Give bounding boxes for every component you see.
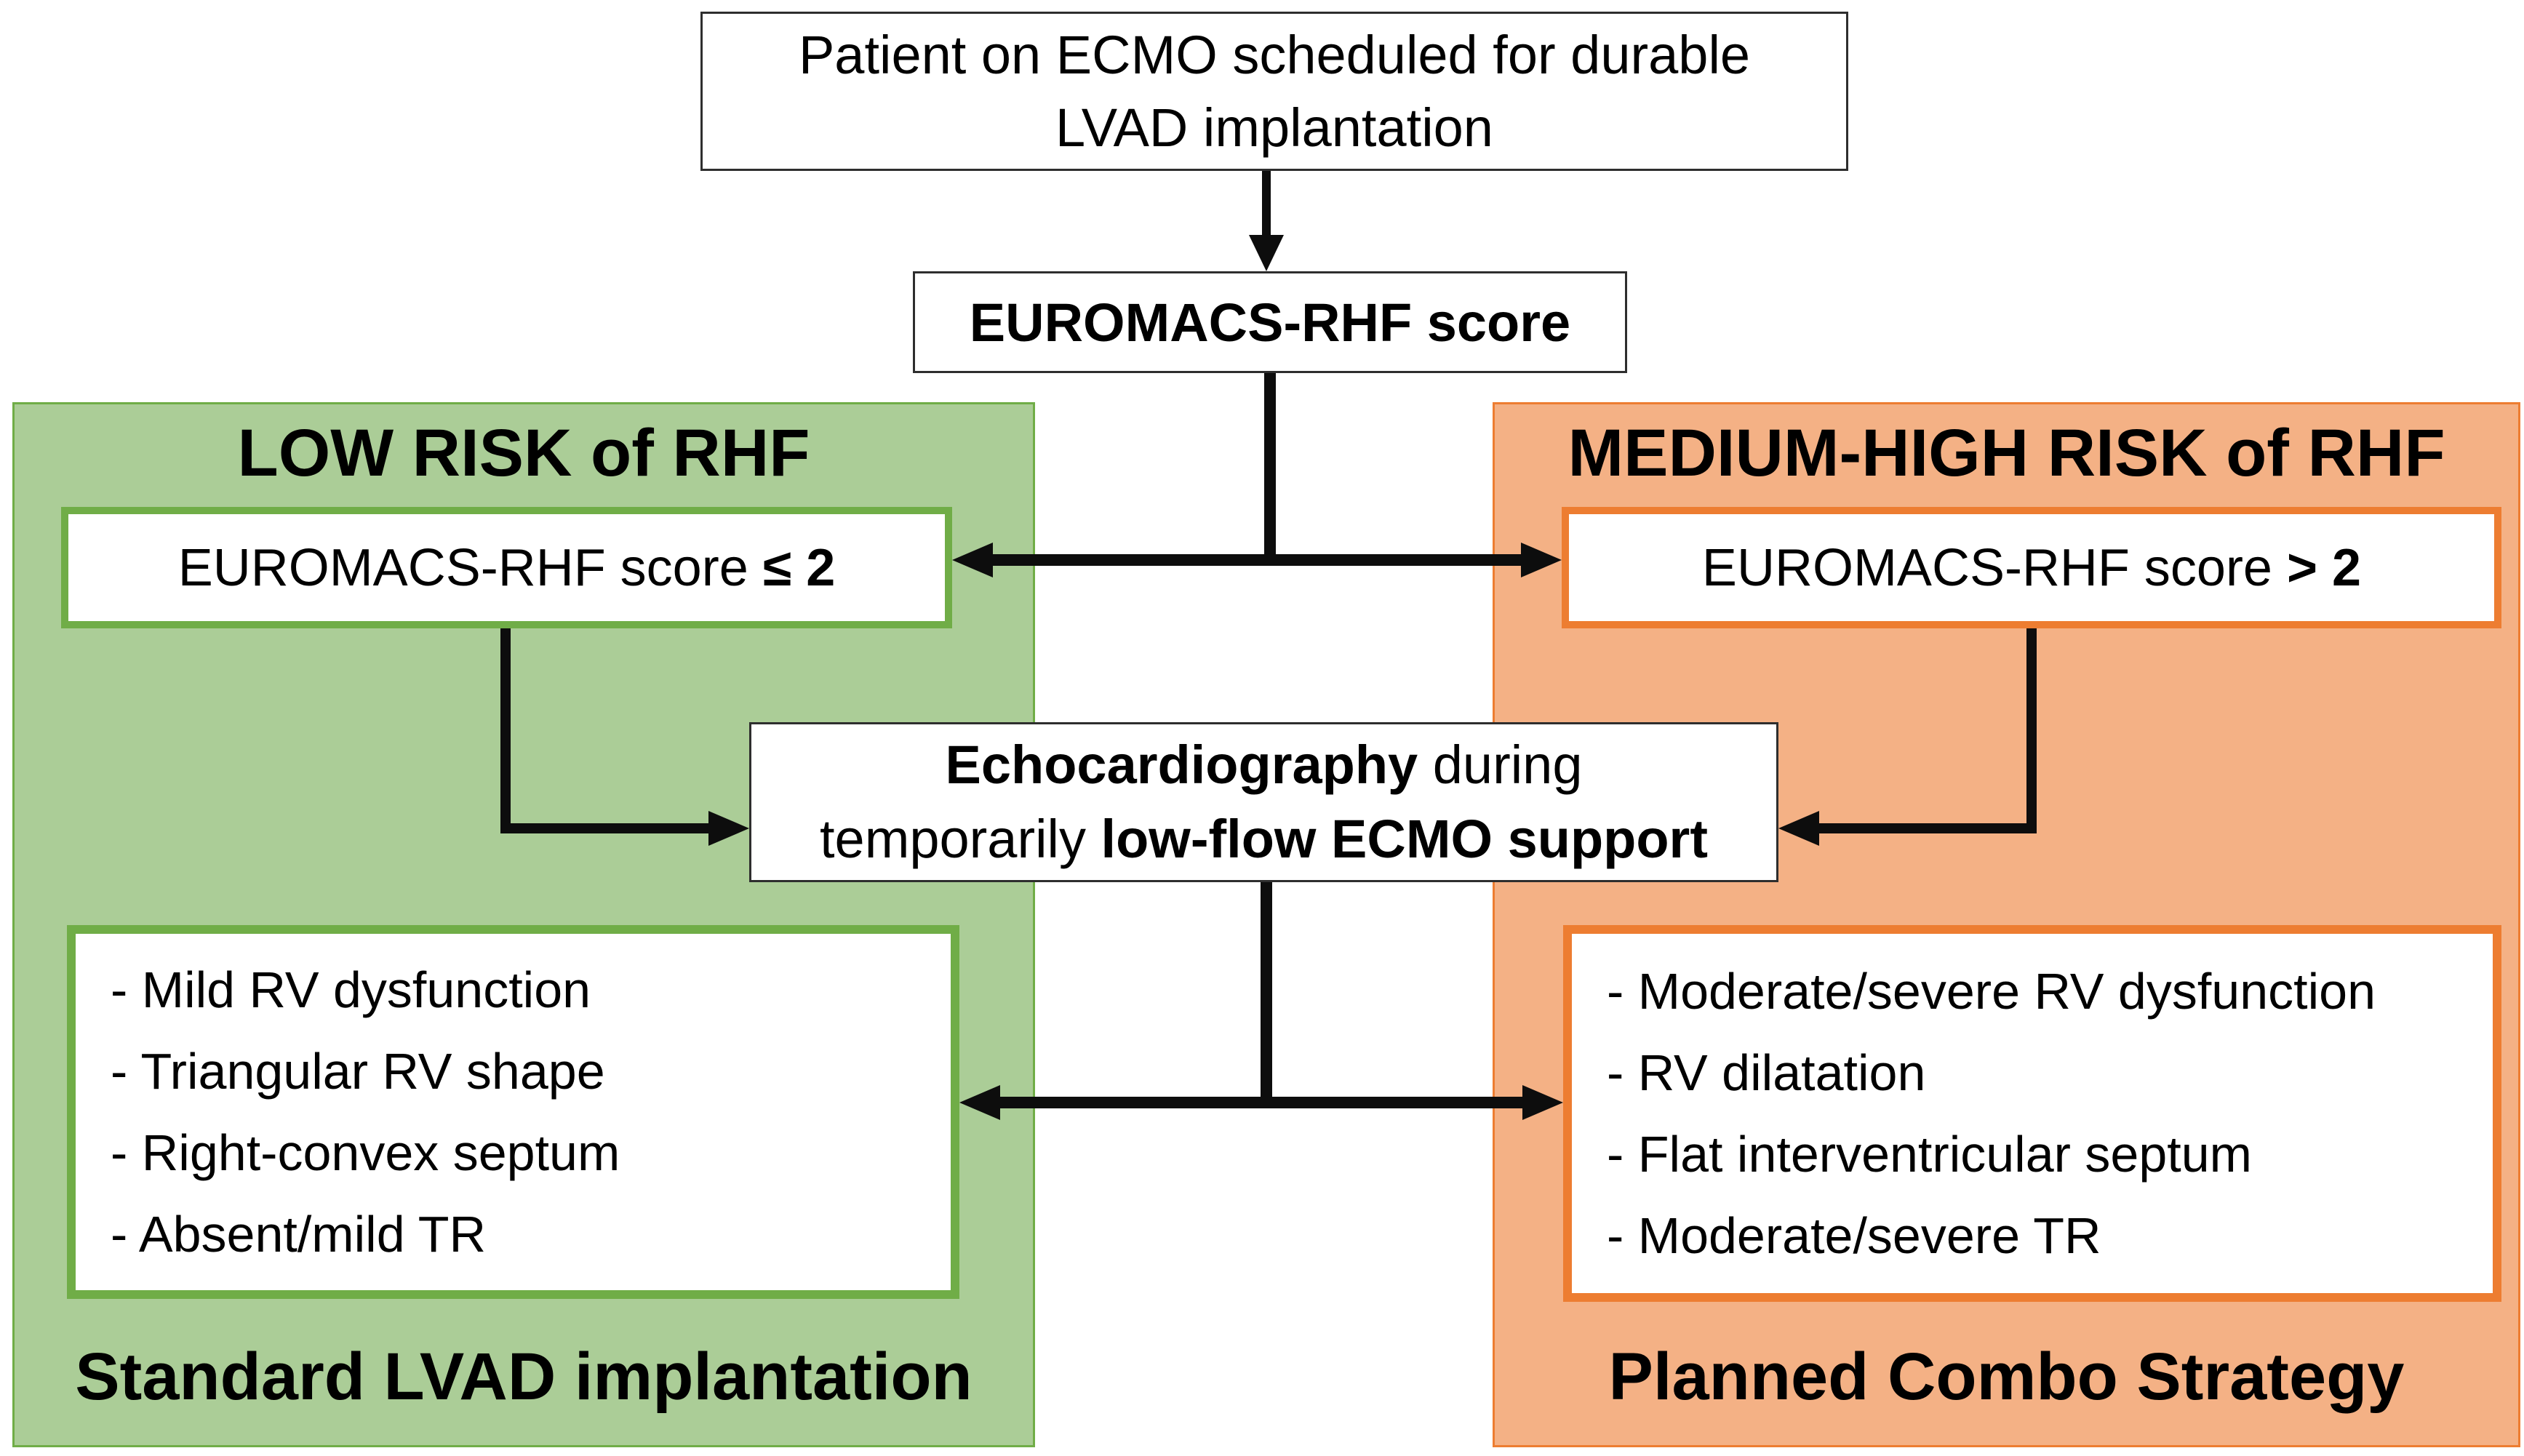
patient-box: Patient on ECMO scheduled for durable LV… xyxy=(700,12,1848,171)
patient-box-line1: Patient on ECMO scheduled for durable xyxy=(798,24,1751,85)
euromacs-score-box: EUROMACS-RHF score xyxy=(913,271,1627,373)
criteria-item: - RV dilatation xyxy=(1607,1044,1926,1101)
low-risk-title: LOW RISK of RHF xyxy=(237,416,810,490)
arrow-echo-right-head-icon xyxy=(1522,1085,1563,1120)
medium-high-risk-criteria-box: - Moderate/severe RV dysfunction - RV di… xyxy=(1563,925,2501,1302)
arrow-score-branch-horizontal xyxy=(991,554,1522,566)
echo-box-line2: temporarily low-flow ECMO support xyxy=(819,809,1708,869)
planned-combo-label: Planned Combo Strategy xyxy=(1608,1340,2405,1414)
arrow-score-branch-vertical xyxy=(1264,373,1276,566)
arrow-low-to-echo-head-icon xyxy=(708,811,749,846)
arrow-patient-to-score-head-icon xyxy=(1249,235,1284,271)
medium-high-risk-title: MEDIUM-HIGH RISK of RHF xyxy=(1567,416,2445,490)
arrow-echo-branch-horizontal xyxy=(999,1097,1524,1108)
echo-box: Echocardiography during temporarily low-… xyxy=(749,722,1778,882)
criteria-item: - Moderate/severe TR xyxy=(1607,1207,2101,1264)
arrow-low-to-echo-vertical xyxy=(500,628,511,833)
criteria-item: - Triangular RV shape xyxy=(111,1043,605,1100)
arrow-echo-left-head-icon xyxy=(959,1085,1000,1120)
arrow-score-right-head-icon xyxy=(1521,543,1562,577)
medium-high-risk-score-text: EUROMACS-RHF score > 2 xyxy=(1701,538,2362,597)
low-risk-score-box: EUROMACS-RHF score ≤ 2 xyxy=(61,507,952,628)
euromacs-score-label: EUROMACS-RHF score xyxy=(969,292,1571,353)
criteria-item: - Flat interventricular septum xyxy=(1607,1126,2252,1183)
low-risk-score-text: EUROMACS-RHF score ≤ 2 xyxy=(177,538,836,597)
echo-box-line1: Echocardiography during xyxy=(945,735,1583,795)
criteria-item: - Right-convex septum xyxy=(111,1124,620,1181)
criteria-item: - Mild RV dysfunction xyxy=(111,961,591,1018)
patient-box-line2: LVAD implantation xyxy=(1055,97,1493,158)
arrow-score-left-head-icon xyxy=(952,543,993,577)
arrow-high-to-echo-head-icon xyxy=(1778,811,1819,846)
arrow-high-to-echo-vertical xyxy=(2026,628,2037,833)
arrow-low-to-echo-horizontal xyxy=(500,823,710,833)
medium-high-risk-score-box: EUROMACS-RHF score > 2 xyxy=(1562,507,2501,628)
criteria-item: - Absent/mild TR xyxy=(111,1206,487,1263)
criteria-item: - Moderate/severe RV dysfunction xyxy=(1607,963,2376,1020)
arrow-patient-to-score-shaft xyxy=(1262,171,1271,238)
arrow-high-to-echo-horizontal xyxy=(1817,823,2037,833)
standard-lvad-label: Standard LVAD implantation xyxy=(75,1340,973,1414)
low-risk-criteria-box: - Mild RV dysfunction - Triangular RV sh… xyxy=(67,925,959,1299)
arrow-echo-branch-vertical xyxy=(1261,882,1272,1108)
